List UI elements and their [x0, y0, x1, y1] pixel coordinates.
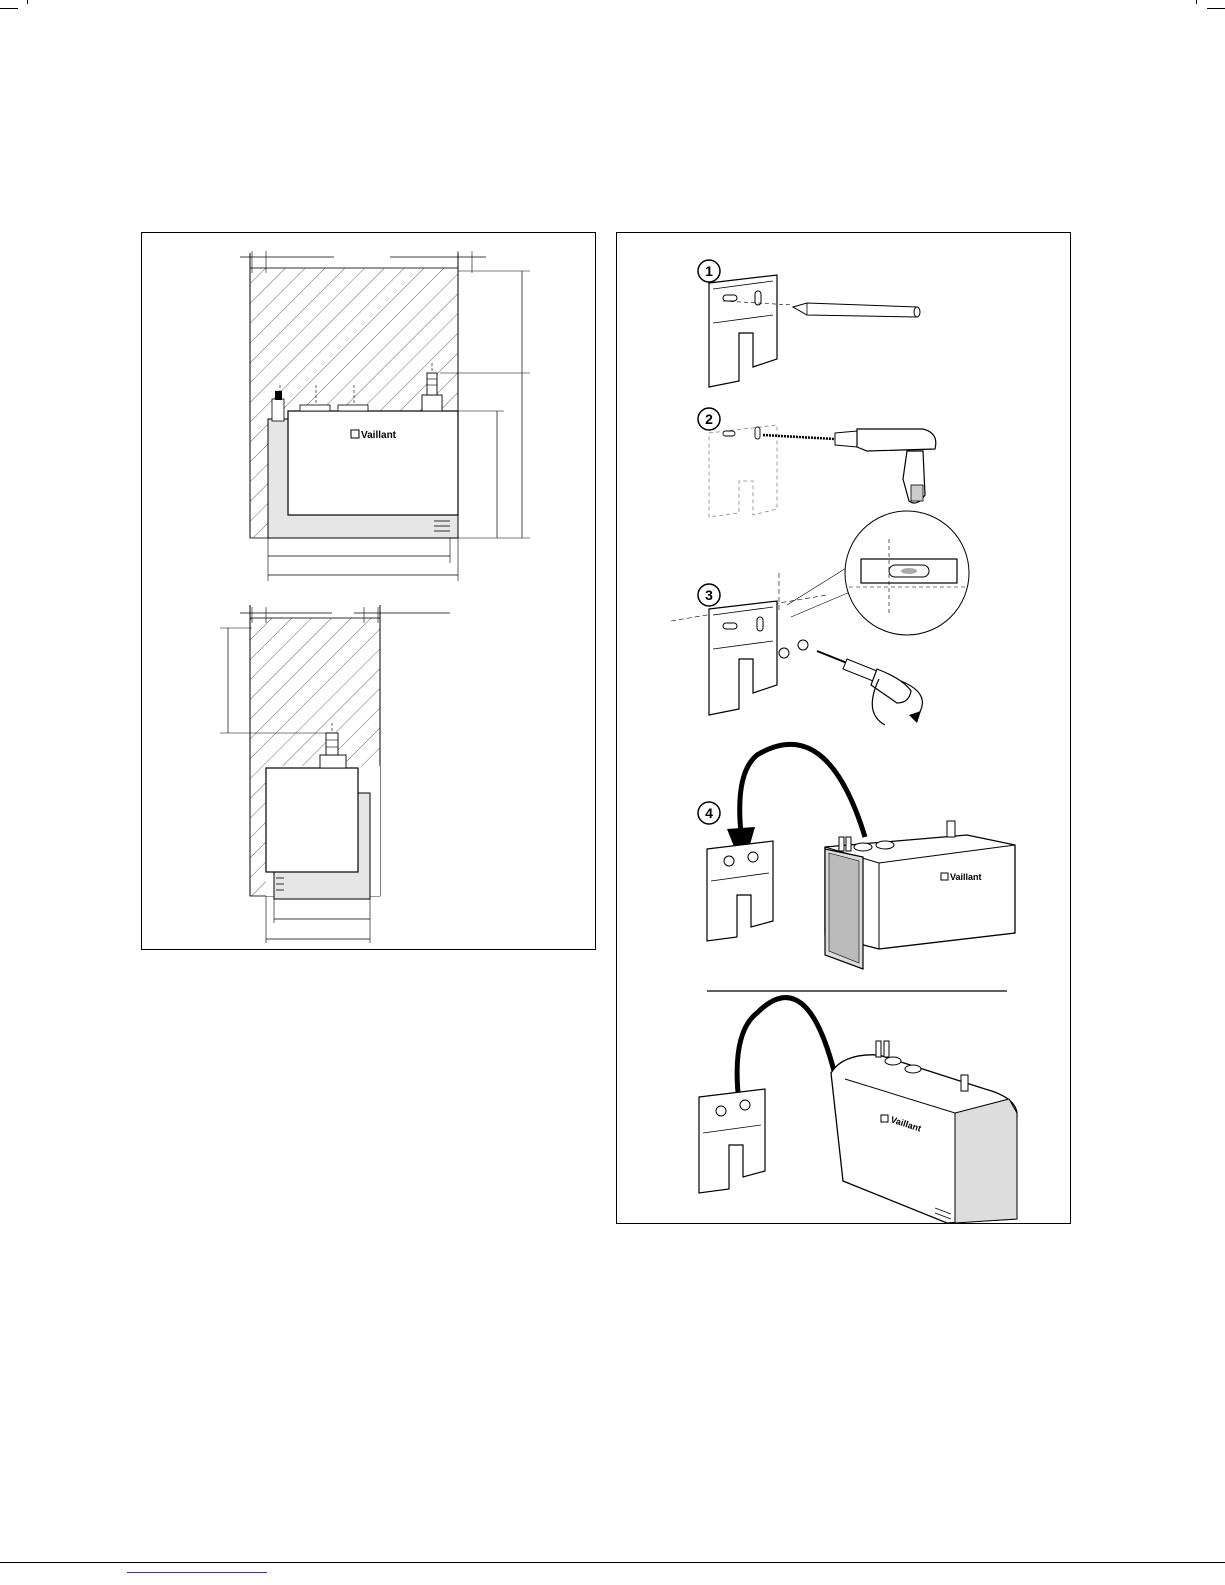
water-heater-unit-b: Vaillant	[831, 1041, 1017, 1223]
installation-dimensions-panel: Vaillant	[141, 232, 596, 950]
step-2-number: 2	[705, 411, 713, 427]
water-heater-unit-a: Vaillant	[825, 821, 1015, 969]
screwdriver-icon	[817, 651, 922, 725]
side-view-drawing	[220, 605, 450, 943]
step-3-number: 3	[705, 587, 713, 603]
pencil-icon	[793, 303, 920, 317]
mounting-bracket-5	[699, 1089, 765, 1193]
mounting-bracket-3	[709, 601, 777, 715]
step-1-number: 1	[705, 263, 713, 279]
step-2: 2	[698, 408, 936, 517]
step-1: 1	[698, 260, 920, 387]
step-3: 3	[671, 511, 969, 725]
mounting-bracket-1	[709, 275, 777, 387]
crop-mark-top-right-v	[1196, 0, 1197, 4]
crop-mark-top-right-h	[1207, 8, 1225, 9]
mounting-steps-drawing: 1 2	[617, 233, 1072, 1225]
mounting-bracket-4	[707, 841, 773, 941]
crop-mark-top-left-h	[0, 8, 18, 9]
step-4: 4 Va	[698, 744, 1015, 991]
crop-mark-top-left-v	[27, 0, 28, 4]
front-view-brand-label: Vaillant	[361, 430, 397, 441]
spirit-level-icon	[845, 511, 969, 635]
step-4-number: 4	[705, 805, 713, 821]
drill-icon	[763, 429, 936, 503]
alternative-mounting: Vaillant	[699, 998, 1017, 1223]
footer-link-underline[interactable]	[127, 1572, 267, 1573]
unit-a-brand-label: Vaillant	[950, 872, 982, 882]
installation-dimensions-drawing: Vaillant	[142, 233, 597, 951]
footer-rule	[0, 1562, 1225, 1563]
front-view-drawing: Vaillant	[240, 251, 530, 581]
mounting-steps-panel: 1 2	[616, 232, 1071, 1224]
